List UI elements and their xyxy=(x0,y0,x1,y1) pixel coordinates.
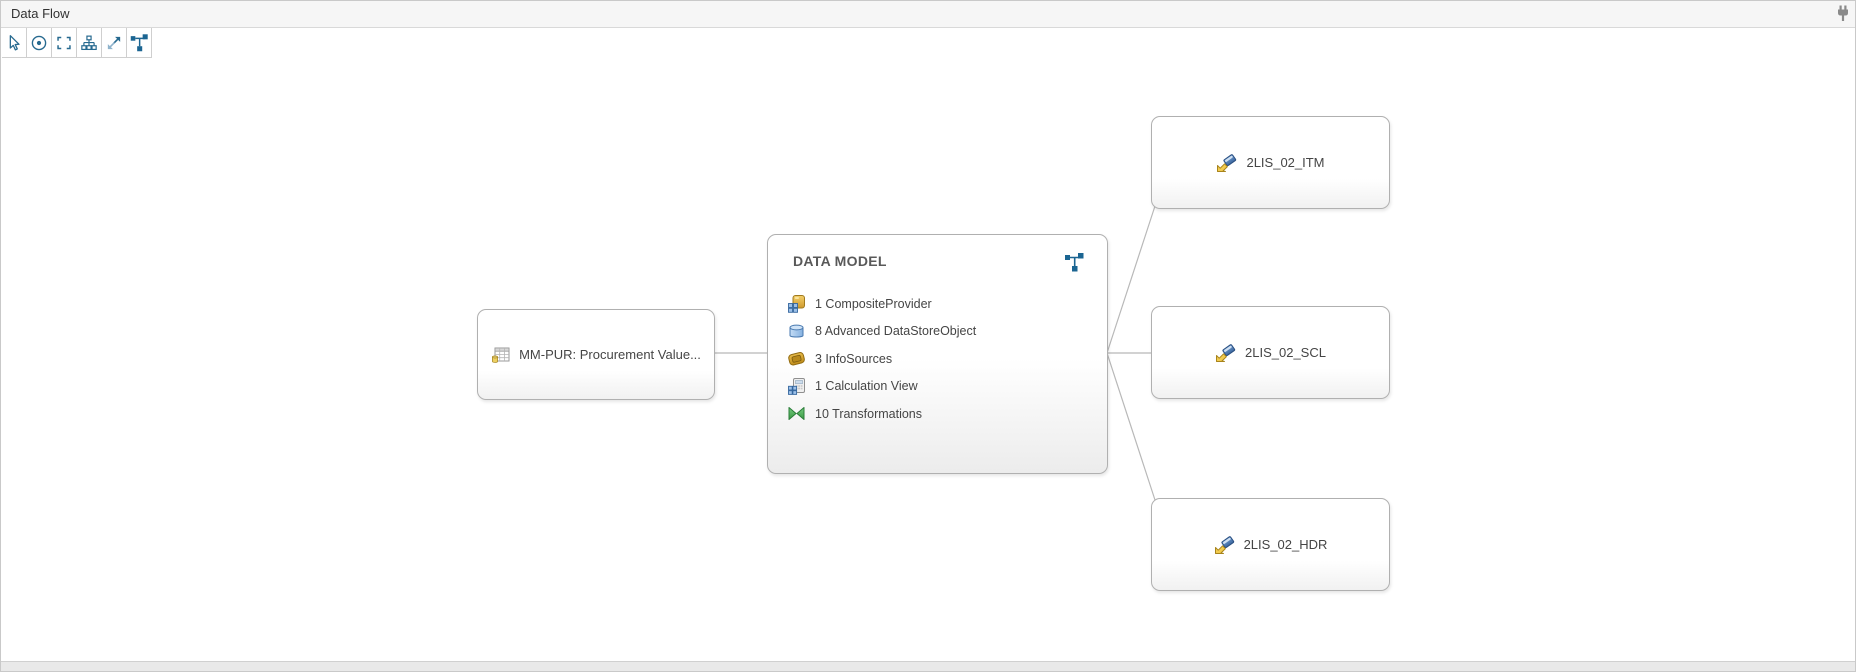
fit-selection-icon xyxy=(57,36,71,49)
datasource-node-label: 2LIS_02_ITM xyxy=(1246,155,1325,170)
data-model-title: DATA MODEL xyxy=(793,253,887,269)
horizontal-scrollbar[interactable] xyxy=(1,661,1855,671)
page-title: Data Flow xyxy=(11,6,70,21)
adso-cylinder-icon xyxy=(787,322,806,341)
calculation-view-icon xyxy=(787,377,806,396)
pointer-tool-button[interactable] xyxy=(2,28,27,57)
datasource-node-label: 2LIS_02_SCL xyxy=(1245,345,1326,360)
datasource-icon xyxy=(1215,343,1237,363)
node-datasource-scl[interactable]: 2LIS_02_SCL xyxy=(1151,306,1390,399)
compositeprovider-icon xyxy=(787,294,806,314)
infosource-icon xyxy=(787,349,806,368)
source-node-label: MM-PUR: Procurement Value... xyxy=(519,347,701,362)
datasource-icon xyxy=(1214,535,1236,555)
list-item: 3 InfoSources xyxy=(787,345,1093,373)
list-item: 1 Calculation View xyxy=(787,373,1093,401)
node-source-infoprovider[interactable]: MM-PUR: Procurement Value... xyxy=(477,309,715,400)
item-label: 1 CompositeProvider xyxy=(815,296,932,311)
pointer-icon xyxy=(9,34,20,51)
fit-to-selection-tool-button[interactable] xyxy=(52,28,77,57)
data-flow-icon xyxy=(130,33,148,51)
zoom-focus-tool-button[interactable] xyxy=(27,28,52,57)
list-item: 10 Transformations xyxy=(787,400,1093,428)
list-item: 1 CompositeProvider xyxy=(787,290,1093,318)
transformation-icon xyxy=(787,404,806,423)
infoprovider-table-icon xyxy=(491,345,511,365)
item-label: 1 Calculation View xyxy=(815,379,918,394)
focus-icon xyxy=(31,35,47,50)
list-item: 8 Advanced DataStoreObject xyxy=(787,318,1093,346)
data-model-item-list: 1 CompositeProvider 8 Advanced DataStore… xyxy=(787,290,1093,428)
item-label: 8 Advanced DataStoreObject xyxy=(815,324,977,339)
hierarchy-layout-tool-button[interactable] xyxy=(77,28,102,57)
expand-tool-button[interactable] xyxy=(102,28,127,57)
item-label: 3 InfoSources xyxy=(815,351,893,366)
item-label: 10 Transformations xyxy=(815,406,922,421)
node-datasource-itm[interactable]: 2LIS_02_ITM xyxy=(1151,116,1390,209)
datasource-icon xyxy=(1216,153,1238,173)
data-flow-tool-button[interactable] xyxy=(127,28,152,57)
expand-icon xyxy=(107,36,121,49)
datasource-node-label: 2LIS_02_HDR xyxy=(1243,537,1328,552)
node-datasource-hdr[interactable]: 2LIS_02_HDR xyxy=(1151,498,1390,591)
titlebar: Data Flow xyxy=(1,1,1855,28)
plug-icon[interactable] xyxy=(1836,5,1850,22)
toolbar xyxy=(2,28,152,58)
data-flow-icon xyxy=(1062,251,1087,275)
hierarchy-icon xyxy=(81,35,97,50)
node-data-model[interactable]: DATA MODEL xyxy=(767,234,1108,474)
